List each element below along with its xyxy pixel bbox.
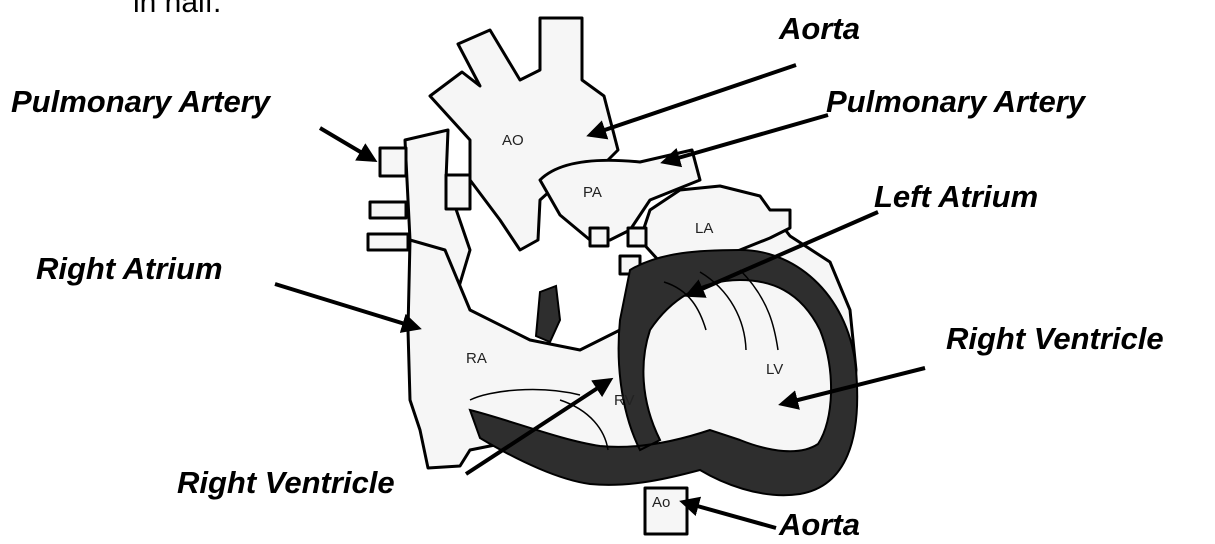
label-right-ventricle-bottom: Right Ventricle: [177, 467, 395, 498]
arrow-right-atrium: [275, 284, 418, 328]
label-pulmonary-artery-left: Pulmonary Artery: [11, 86, 270, 117]
heart-label-rv: RV: [614, 393, 635, 408]
arrow-pulmonary-artery-right: [664, 115, 828, 162]
arrow-pulmonary-artery-left: [320, 128, 374, 160]
label-left-atrium: Left Atrium: [874, 181, 1038, 212]
heart-label-lv: LV: [766, 362, 783, 377]
label-aorta-top: Aorta: [779, 13, 860, 44]
label-pulmonary-artery-right: Pulmonary Artery: [826, 86, 1085, 117]
heart-label-la: LA: [695, 221, 713, 236]
label-right-atrium: Right Atrium: [36, 253, 223, 284]
heart-label-ra: RA: [466, 351, 487, 366]
label-right-ventricle-right: Right Ventricle: [946, 323, 1164, 354]
arrow-aorta-top: [590, 65, 796, 135]
label-aorta-bottom: Aorta: [779, 509, 860, 540]
arrow-aorta-bottom: [683, 502, 776, 528]
heart-label-pa: PA: [583, 185, 602, 200]
heart-label-ao: AO: [502, 133, 524, 148]
heart-label-ao-bottom: Ao: [652, 495, 670, 510]
